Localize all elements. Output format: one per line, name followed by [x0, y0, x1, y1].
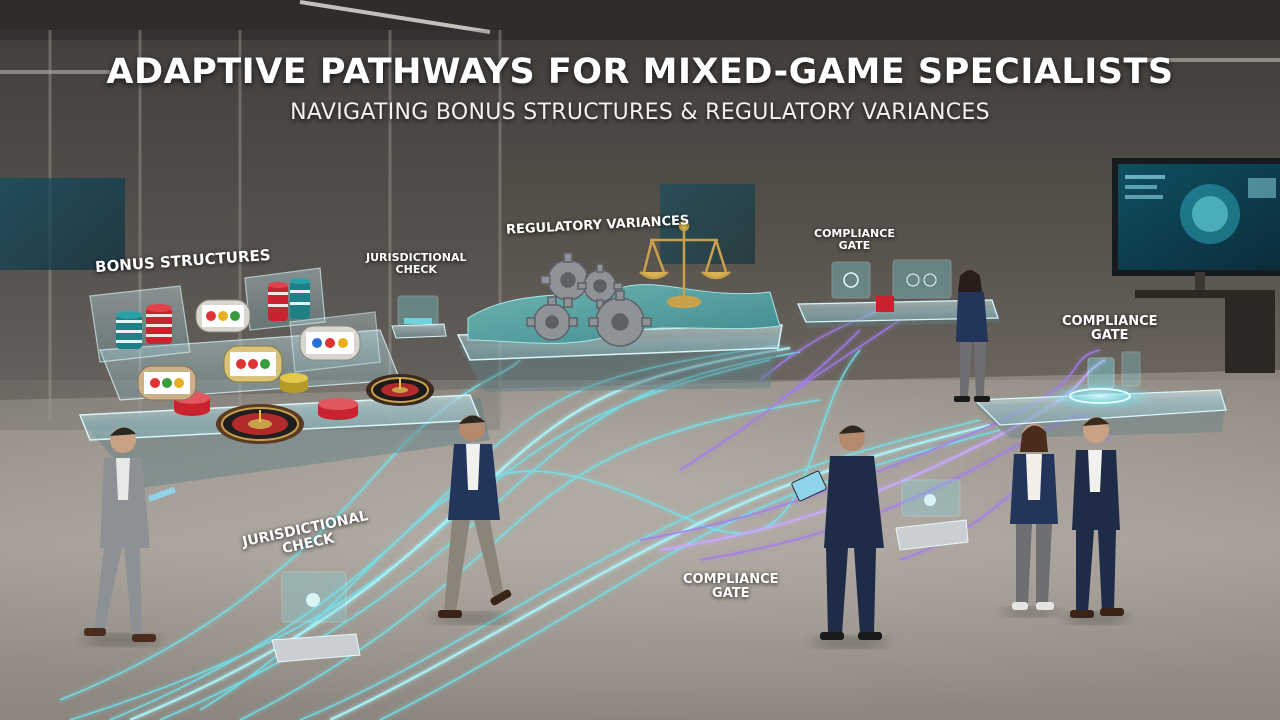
- ceiling-light: [299, 0, 491, 34]
- label-line: COMPLIANCE: [814, 227, 895, 240]
- person-middle-right: [791, 425, 890, 648]
- person-woman-platform: [954, 270, 990, 402]
- ceiling-light: [1130, 58, 1280, 62]
- label-line: JURISDICTIONAL: [366, 251, 467, 264]
- roulette-wheels: [216, 374, 434, 444]
- label-jurisdictional-check-upper: JURISDICTIONAL CHECK: [366, 251, 467, 277]
- label-line: CHECK: [395, 263, 437, 277]
- label-compliance-gate-top: COMPLIANCE GATE: [814, 227, 895, 253]
- person-left: [82, 427, 176, 646]
- checkpoint-terminal: [391, 295, 447, 339]
- wall-screen-left: [0, 178, 125, 270]
- scales-icon: [639, 220, 731, 309]
- person-woman-right: [1000, 424, 1060, 617]
- label-line: COMPLIANCE: [683, 572, 779, 587]
- compliance-platform-top: [797, 259, 1000, 328]
- checkpoint-terminal: [895, 479, 969, 551]
- label-line: GATE: [1091, 328, 1129, 344]
- desk-right: [1135, 272, 1275, 373]
- page-subtitle: NAVIGATING BONUS STRUCTURES & REGULATORY…: [290, 100, 990, 125]
- label-line: GATE: [838, 239, 871, 253]
- page-title: ADAPTIVE PATHWAYS FOR MIXED-GAME SPECIAL…: [106, 52, 1174, 92]
- wall-display-right: [1112, 158, 1280, 276]
- slot-reels: [137, 299, 361, 401]
- chip-stacks: [116, 278, 358, 420]
- compliance-platform-right: [973, 351, 1227, 438]
- gears-icon: [526, 252, 652, 347]
- person-man-right: [1062, 417, 1130, 624]
- ceiling-light: [0, 70, 110, 74]
- ceiling: [0, 0, 1280, 40]
- person-center: [430, 415, 512, 624]
- label-line: COMPLIANCE: [1062, 314, 1158, 329]
- label-compliance-gate-bottom: COMPLIANCE GATE: [683, 572, 779, 602]
- checkpoint-terminal: [271, 571, 361, 663]
- label-line: GATE: [712, 586, 750, 602]
- label-compliance-gate-right: COMPLIANCE GATE: [1062, 314, 1158, 344]
- wall-screen-center: [660, 184, 755, 264]
